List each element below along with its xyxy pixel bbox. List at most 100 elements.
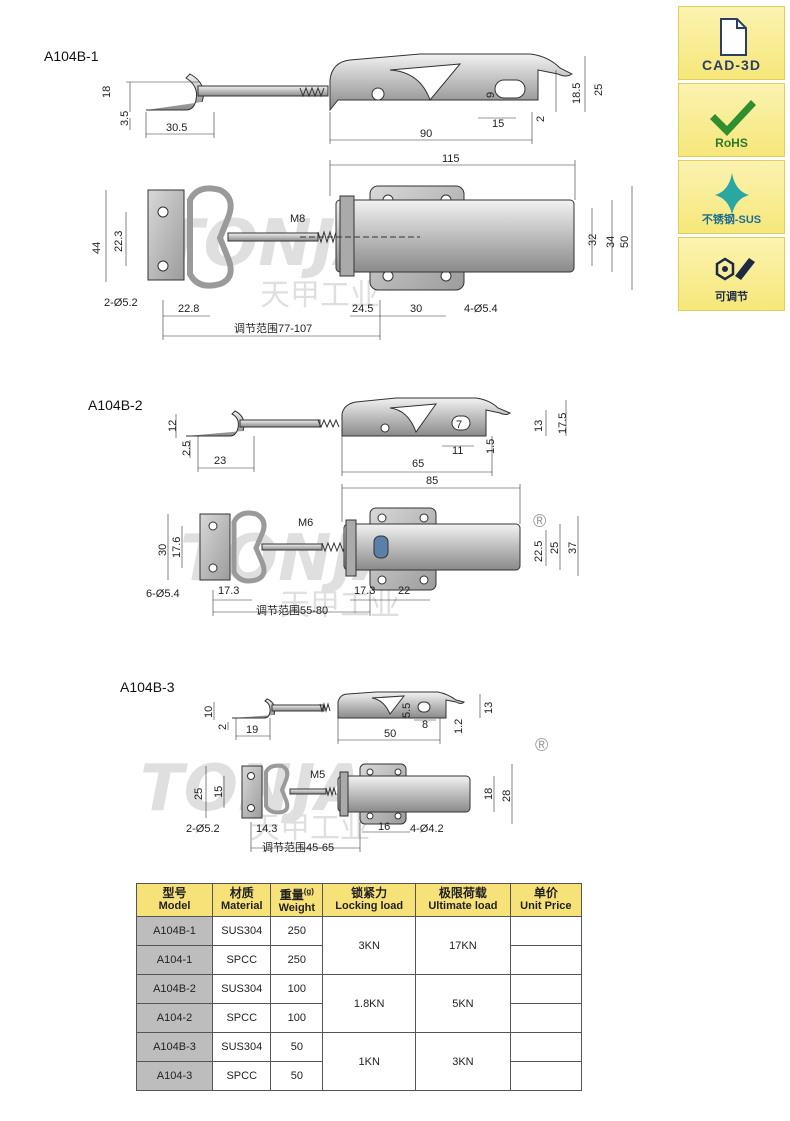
cell-unit-price	[509, 974, 583, 1004]
side-view-3	[232, 691, 465, 719]
top-dims-3	[205, 764, 513, 852]
wrench-nut-icon	[715, 257, 755, 281]
dim-label: 2-Ø5.2	[104, 297, 138, 309]
cell-weight: 250	[270, 945, 324, 975]
dim-label: 22	[398, 585, 410, 597]
cell-unit-price	[509, 916, 583, 946]
cell-ultimate-load: 17KN	[415, 916, 511, 975]
cell-model: A104-2	[136, 1003, 213, 1033]
dim-label: 2.5	[181, 441, 193, 456]
cell-weight: 50	[270, 1061, 324, 1091]
dim-label: 18	[483, 788, 495, 800]
dim-label: 65	[412, 458, 424, 470]
dim-label: 34	[605, 236, 617, 248]
dim-label: 32	[587, 234, 599, 246]
cell-unit-price	[509, 1003, 583, 1033]
badge-label: RoHS	[715, 136, 748, 150]
dim-label: 30.5	[166, 122, 187, 134]
top-view-2	[199, 507, 521, 591]
cell-material: SPCC	[211, 945, 272, 975]
cell-weight: 100	[270, 974, 324, 1004]
dim-label: 44	[91, 242, 103, 254]
dim-label: 4-Ø5.4	[464, 303, 498, 315]
drawing-title-3: A104B-3	[120, 679, 175, 695]
technical-drawings: TONJA 天甲工业 TONJA 天甲工业 TONJA 天甲工业 ® ® ® 1…	[91, 53, 633, 854]
cell-material: SPCC	[211, 1061, 272, 1091]
adjustable-badge[interactable]: 可调节	[678, 237, 785, 311]
dim-label: 16	[378, 821, 390, 833]
cell-model: A104B-1	[136, 916, 213, 946]
table-row: A104B-3 SUS304 50 1KN 3KN	[136, 1032, 583, 1091]
table-row: A104B-1 SUS304 250 3KN 17KN	[136, 916, 583, 975]
dim-label: 30	[157, 544, 169, 556]
cell-model: A104-1	[136, 945, 213, 975]
dim-label: 18	[101, 86, 113, 98]
dim-label: 调节范围45-65	[262, 840, 334, 854]
dim-label: M6	[298, 517, 313, 529]
cell-locking-load: 1KN	[322, 1032, 417, 1091]
dim-label: 15	[492, 118, 504, 130]
dim-label: 17.5	[557, 413, 569, 434]
dim-label: 17.3	[354, 585, 375, 597]
drawing-title-1: A104B-1	[44, 48, 99, 64]
cell-ultimate-load: 3KN	[415, 1032, 511, 1091]
cell-ultimate-load: 5KN	[415, 974, 511, 1033]
dim-label: 6-Ø5.4	[146, 588, 180, 600]
dim-label: 8	[422, 719, 428, 731]
dim-label: 22.8	[178, 303, 199, 315]
svg-text:天甲工业: 天甲工业	[250, 811, 370, 846]
dim-label: 25	[593, 84, 605, 96]
dim-label: 5.5	[401, 703, 413, 718]
sparkle-icon	[715, 173, 749, 215]
registered-mark: ®	[535, 735, 548, 755]
badge-label: CAD-3D	[702, 57, 761, 73]
dim-label: 25	[549, 542, 561, 554]
dim-label: 30	[410, 303, 422, 315]
top-dims-1	[105, 160, 633, 340]
side-dims-1	[126, 56, 586, 144]
dim-label: 3.5	[119, 111, 131, 126]
badge-label: 可调节	[715, 291, 748, 303]
dim-label: 17.6	[171, 537, 183, 558]
dim-label: 2	[535, 116, 547, 122]
dim-label: 25	[193, 788, 205, 800]
cell-weight: 250	[270, 916, 324, 946]
stainless-badge[interactable]: 不锈钢-SUS	[678, 160, 785, 234]
side-view-2	[186, 397, 512, 437]
dim-label: 28	[501, 790, 513, 802]
dim-label: 2	[217, 724, 229, 730]
checkmark-icon	[710, 100, 756, 136]
cell-locking-load: 3KN	[322, 916, 417, 975]
dim-label: 调节范围55-80	[256, 603, 328, 617]
dim-label: 13	[483, 702, 495, 714]
cell-model: A104B-2	[136, 974, 213, 1004]
header-weight: 重量(g)Weight	[270, 883, 324, 917]
cell-weight: 100	[270, 1003, 324, 1033]
side-view-1	[146, 53, 573, 112]
cell-material: SPCC	[211, 1003, 272, 1033]
rohs-badge[interactable]: RoHS	[678, 83, 785, 157]
dim-label: 14.3	[256, 823, 277, 835]
badge-label: 不锈钢-SUS	[701, 214, 762, 226]
top-view-3	[241, 763, 471, 825]
cell-unit-price	[509, 1032, 583, 1062]
cell-material: SUS304	[211, 974, 272, 1004]
cell-locking-load: 1.8KN	[322, 974, 417, 1033]
top-dims-2	[167, 484, 579, 616]
cell-unit-price	[509, 1061, 583, 1091]
dim-label: 19	[246, 724, 258, 736]
dim-label: 15	[213, 786, 225, 798]
cell-weight: 50	[270, 1032, 324, 1062]
cad-3d-badge[interactable]: CAD-3D	[678, 6, 785, 80]
side-dims-3	[213, 694, 481, 744]
dim-label: 22.3	[113, 231, 125, 252]
dim-label: 18.5	[571, 83, 583, 104]
cell-material: SUS304	[211, 916, 272, 946]
drawing-title-2: A104B-2	[88, 397, 143, 413]
